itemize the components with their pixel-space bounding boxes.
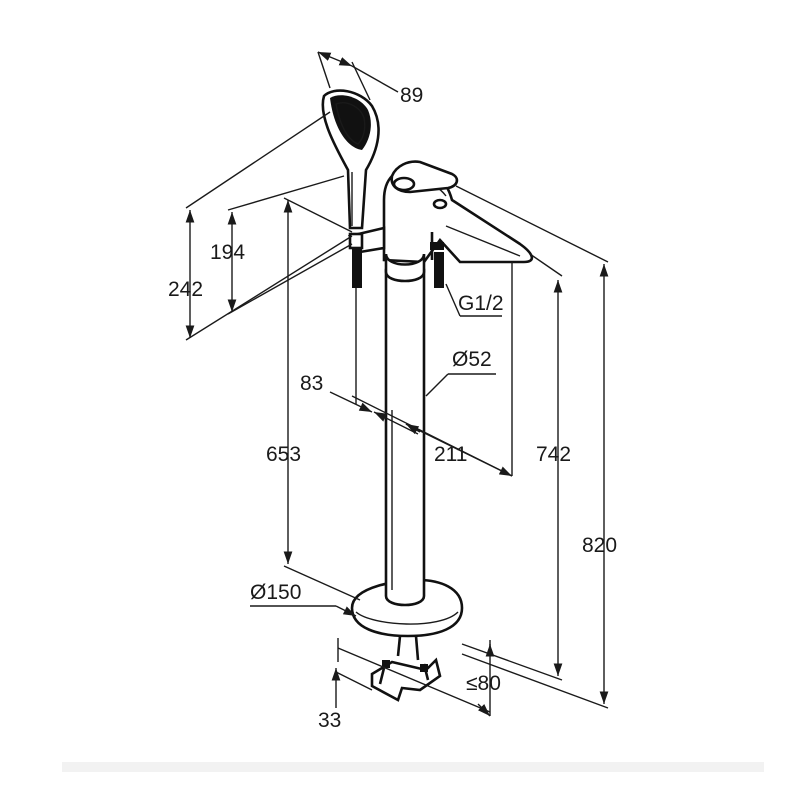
faucet-body bbox=[321, 89, 534, 702]
label-211: 211 bbox=[434, 443, 467, 466]
label-le-80: ≤80 bbox=[466, 672, 501, 695]
label-thread: G1/2 bbox=[458, 292, 504, 315]
spout-connection bbox=[430, 232, 444, 288]
dimension-lines bbox=[185, 51, 609, 717]
hand-shower bbox=[321, 89, 380, 230]
label-83: 83 bbox=[300, 372, 323, 395]
label-33: 33 bbox=[318, 709, 341, 732]
main-column bbox=[384, 268, 426, 607]
dimension-labels: 89 194 242 G1/2 Ø52 83 653 211 742 820 Ø… bbox=[168, 84, 617, 732]
label-194: 194 bbox=[210, 241, 245, 264]
floor-strip bbox=[62, 762, 764, 772]
lever-handle bbox=[390, 160, 459, 210]
label-diameter-52: Ø52 bbox=[452, 348, 492, 371]
label-diameter-150: Ø150 bbox=[250, 581, 301, 604]
label-820: 820 bbox=[582, 534, 617, 557]
label-242: 242 bbox=[168, 278, 203, 301]
mounting-bracket bbox=[370, 635, 442, 702]
label-653: 653 bbox=[266, 443, 301, 466]
label-742: 742 bbox=[536, 443, 571, 466]
label-89: 89 bbox=[400, 84, 423, 107]
shower-holder bbox=[347, 226, 386, 288]
